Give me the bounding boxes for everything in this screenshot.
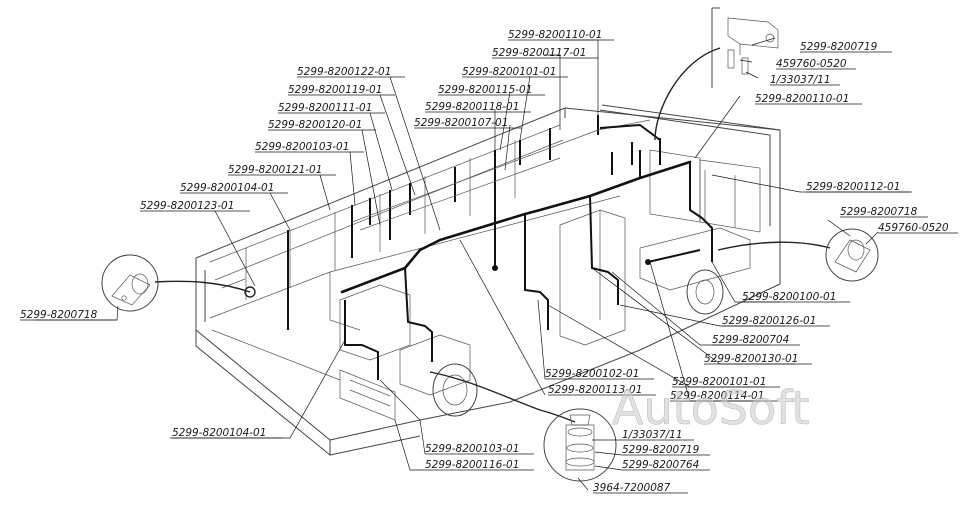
label-5299-8200103-01-top: 5299-8200103-01 [255,141,349,153]
label-1-33037-11-top: 1/33037/11 [770,74,831,86]
label-5299-8200102-01: 5299-8200102-01 [545,368,639,380]
external-hoses [154,47,831,423]
label-5299-8200764: 5299-8200764 [622,459,699,471]
label-5299-8200112-01: 5299-8200112-01 [806,181,900,193]
detail-bottom-coupling [543,408,617,482]
label-5299-8200104-01-top: 5299-8200104-01 [180,182,274,194]
label-5299-8200101-01-top: 5299-8200101-01 [462,66,556,78]
label-5299-8200110-01-right: 5299-8200110-01 [755,93,849,105]
detail-right-bracket [825,228,879,282]
bus-body [195,104,781,457]
rear-wheel [686,269,724,315]
label-5299-8200123-01: 5299-8200123-01 [140,200,234,212]
label-5299-8200126-01: 5299-8200126-01 [722,315,816,327]
label-5299-8200115-01: 5299-8200115-01 [438,84,532,96]
label-5299-8200107-01: 5299-8200107-01 [414,117,508,129]
label-5299-8200114-01: 5299-8200114-01 [670,390,764,402]
label-459760-0520-top: 459760-0520 [776,58,847,70]
label-5299-8200718-right: 5299-8200718 [840,206,918,218]
detail-left-bracket [101,254,159,312]
label-1-33037-11-bottom: 1/33037/11 [622,429,683,441]
watermark-text: AutoSoft [612,381,810,435]
label-5299-8200104-01-bottom: 5299-8200104-01 [172,427,266,439]
label-5299-8200119-01: 5299-8200119-01 [288,84,382,96]
label-3964-7200087: 3964-7200087 [593,482,671,494]
label-5299-8200121-01: 5299-8200121-01 [228,164,322,176]
label-5299-8200719-top: 5299-8200719 [800,41,878,53]
label-5299-8200704: 5299-8200704 [712,334,789,346]
label-5299-8200122-01: 5299-8200122-01 [297,66,391,78]
label-5299-8200101-01-bottom: 5299-8200101-01 [672,376,766,388]
label-5299-8200130-01: 5299-8200130-01 [704,353,798,365]
detail-top-bracket [711,7,779,88]
main-pipe-network [287,115,713,380]
label-5299-8200110-01-top: 5299-8200110-01 [508,29,602,41]
label-5299-8200116-01: 5299-8200116-01 [425,459,519,471]
label-5299-8200118-01: 5299-8200118-01 [425,101,519,113]
front-wheel [432,363,478,417]
label-5299-8200120-01: 5299-8200120-01 [268,119,362,131]
label-5299-8200100-01: 5299-8200100-01 [742,291,836,303]
label-5299-8200113-01: 5299-8200113-01 [548,384,642,396]
label-5299-8200718-left: 5299-8200718 [20,309,98,321]
label-5299-8200111-01: 5299-8200111-01 [278,102,372,114]
label-459760-0520-right: 459760-0520 [878,222,949,234]
part-labels: 5299-8200110-01 5299-8200117-01 5299-820… [20,29,958,494]
label-5299-8200117-01: 5299-8200117-01 [492,47,586,59]
label-5299-8200719-bottom: 5299-8200719 [622,444,700,456]
label-5299-8200103-01-bottom: 5299-8200103-01 [425,443,519,455]
